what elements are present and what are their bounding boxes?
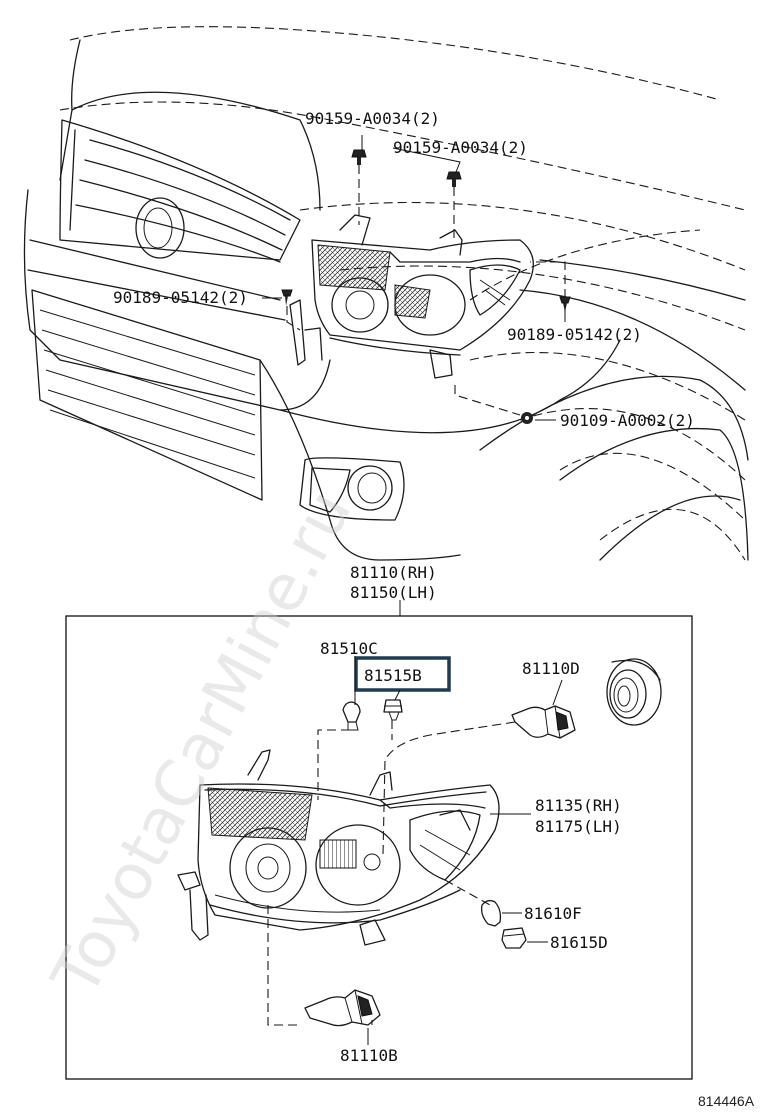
bolt-left-icon <box>351 149 367 165</box>
label-lens-lh[interactable]: 81175(LH) <box>535 817 622 836</box>
low-beam-bulb-icon <box>304 989 381 1027</box>
clip-right-icon <box>559 296 571 312</box>
high-beam-bulb-icon <box>511 705 576 739</box>
nut-icon <box>521 412 533 424</box>
upper-leader-lines <box>262 135 566 421</box>
label-lens-rh[interactable]: 81135(RH) <box>535 796 622 815</box>
bolt-right-icon <box>446 171 462 187</box>
label-bolt-right[interactable]: 90159-A0034(2) <box>393 138 528 157</box>
headlamp-assembly-illustration <box>177 749 500 946</box>
label-clip-left[interactable]: 90189-05142(2) <box>113 288 248 307</box>
illustration-number: 814446A <box>698 1093 755 1109</box>
side-bulb-icon <box>480 899 502 927</box>
installed-headlamp-illustration <box>289 214 534 379</box>
label-assembly-rh[interactable]: 81110(RH) <box>350 563 437 582</box>
label-wedge-socket[interactable]: 81515B <box>364 666 422 685</box>
vehicle-front-illustration <box>23 26 749 561</box>
label-wedge-bulb[interactable]: 81510C <box>320 639 378 658</box>
label-clip-right[interactable]: 90189-05142(2) <box>507 325 642 344</box>
watermark-text: ToyotaCarMine.ru <box>38 479 366 1008</box>
seal-cap-icon <box>606 658 662 726</box>
label-side-bulb[interactable]: 81610F <box>524 904 582 923</box>
label-low-beam-bulb[interactable]: 81110B <box>340 1046 398 1065</box>
assembly-detail-box <box>65 600 693 1080</box>
clip-left-icon <box>281 289 293 306</box>
label-nut[interactable]: 90109-A0002(2) <box>560 411 695 430</box>
wedge-socket-icon <box>383 699 403 721</box>
wedge-bulb-icon <box>342 701 361 731</box>
upper-fasteners <box>281 149 571 424</box>
side-socket-icon <box>501 927 527 949</box>
label-high-beam-bulb[interactable]: 81110D <box>522 659 580 678</box>
label-bolt-left[interactable]: 90159-A0034(2) <box>305 109 440 128</box>
label-side-socket[interactable]: 81615D <box>550 933 608 952</box>
label-assembly-lh[interactable]: 81150(LH) <box>350 583 437 602</box>
highlight-frame <box>354 656 451 692</box>
